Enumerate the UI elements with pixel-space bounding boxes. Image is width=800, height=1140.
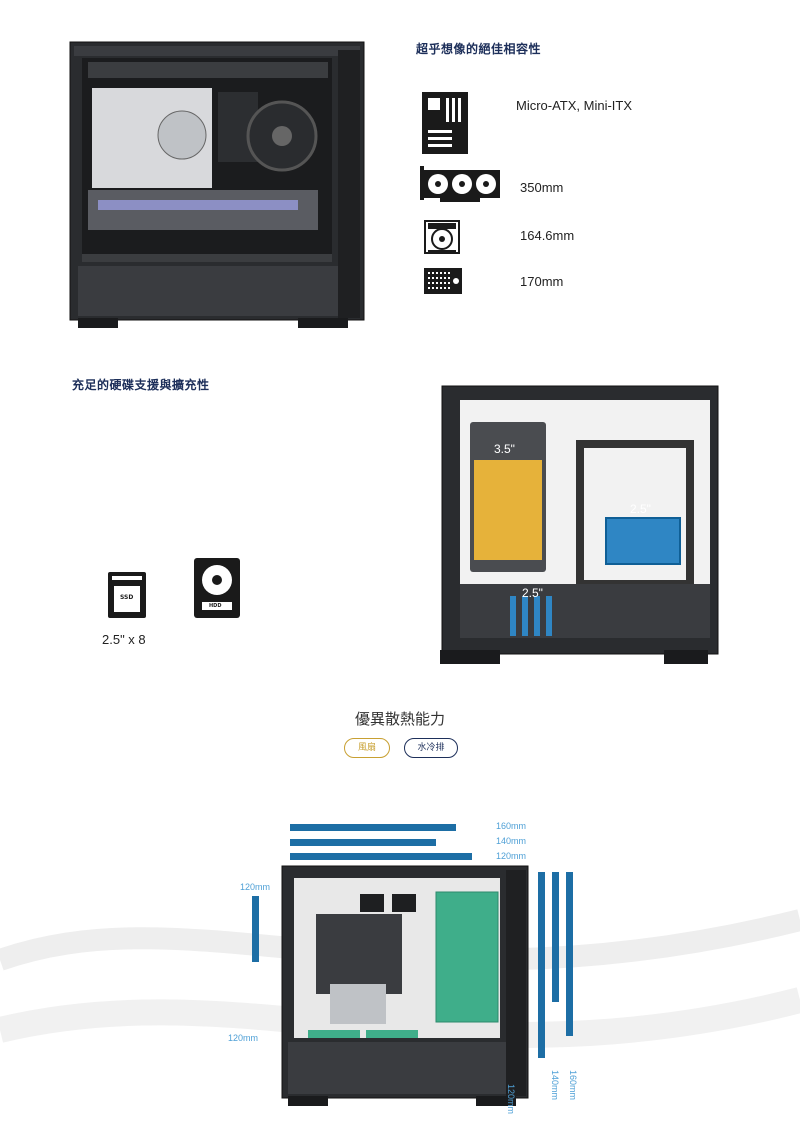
hdd-icon: HDD	[194, 558, 240, 618]
tag-35-inch: 3.5"	[494, 442, 515, 456]
top-dim-140: 140mm	[496, 836, 527, 846]
top-bar-120	[290, 853, 472, 860]
ssd-label: SSD	[120, 594, 134, 601]
storage-count-text: 2.5" x 8	[102, 632, 146, 647]
front-dim-140: 140mm	[550, 1070, 560, 1101]
rear-dim: 120mm	[240, 882, 271, 892]
spec-motherboard-value: Micro-ATX, Mini-ITX	[516, 98, 633, 113]
storage-title: 充足的硬碟支援與擴充性	[72, 378, 210, 392]
front-bar-140	[552, 872, 559, 1002]
top-dim-120: 120mm	[496, 851, 527, 861]
graphics-card-icon	[420, 166, 502, 204]
storage-case-image: 3.5" 2.5" 2.5"	[440, 384, 720, 666]
front-dim-160: 160mm	[568, 1070, 578, 1101]
front-bar-160	[566, 872, 573, 1036]
front-bar-120	[538, 872, 545, 1058]
tab-radiator[interactable]: 水冷排	[404, 738, 458, 758]
compat-case-image	[68, 40, 366, 330]
hdd-label: HDD	[209, 603, 222, 609]
motherboard-icon	[422, 92, 468, 154]
bottom-dim: 120mm	[228, 1033, 259, 1043]
top-bar-160	[290, 824, 456, 831]
cooling-case-image	[280, 864, 530, 1108]
cooling-title: 優異散熱能力	[354, 710, 445, 728]
cpu-cooler-icon	[424, 220, 460, 254]
spec-cpu-cooler-value: 164.6mm	[520, 228, 575, 243]
top-bar-140	[290, 839, 436, 846]
compat-title: 超乎想像的絕佳相容性	[416, 42, 542, 56]
power-supply-icon	[424, 268, 462, 294]
tag-25-right: 2.5"	[630, 502, 651, 516]
spec-graphics-card-value: 350mm	[520, 180, 564, 195]
spec-power-supply-value: 170mm	[520, 274, 564, 289]
tab-fan[interactable]: 風扇	[344, 738, 390, 758]
rear-bar	[252, 896, 259, 962]
ssd-icon: SSD	[108, 572, 146, 618]
top-dim-160: 160mm	[496, 821, 527, 831]
front-dim-120: 120mm	[506, 1084, 516, 1115]
tag-25-bottom: 2.5"	[522, 586, 543, 600]
